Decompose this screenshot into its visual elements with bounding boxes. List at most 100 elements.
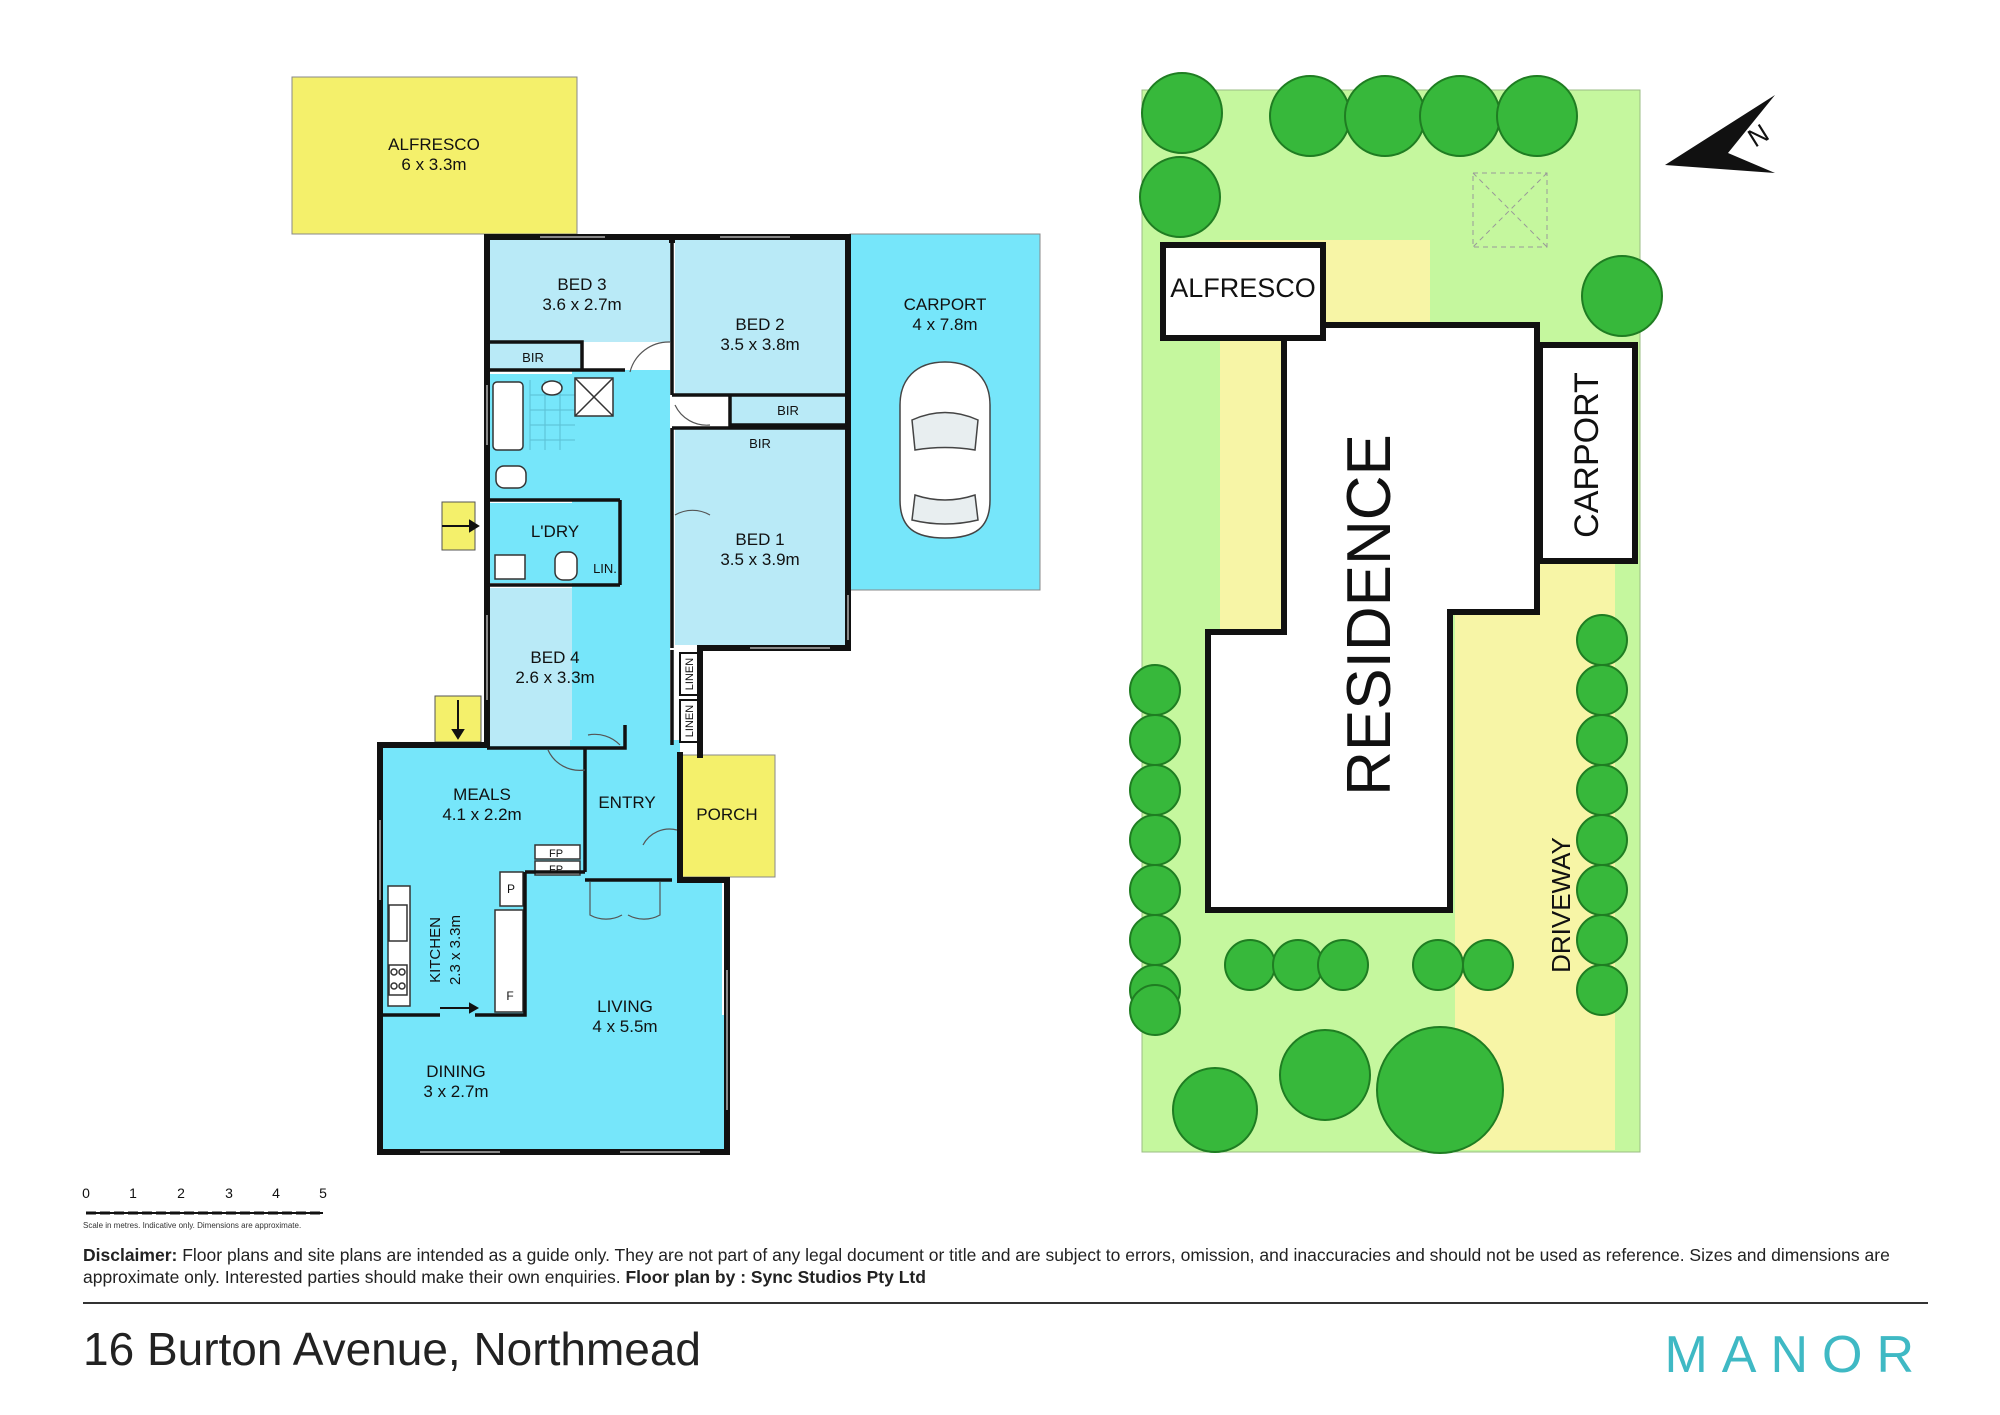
tree [1576, 764, 1628, 816]
porch-area [679, 754, 776, 878]
linen-1 [679, 652, 699, 696]
bed2-area [675, 240, 845, 395]
tree [1141, 72, 1223, 154]
tree [1139, 156, 1221, 238]
scale-tick-5: 5 [319, 1185, 327, 1201]
tree [1129, 714, 1181, 766]
living-label: LIVING [597, 997, 653, 1016]
bed4-size: 2.6 x 3.3m [515, 668, 594, 687]
tree [1224, 939, 1276, 991]
bed2-label: BED 2 [735, 315, 784, 334]
pantry-box [499, 871, 524, 907]
fridge-label: F [506, 989, 513, 1003]
tree [1344, 75, 1426, 157]
door-swings [547, 341, 711, 920]
tree [1172, 1067, 1258, 1153]
site-alfresco-label: ALFRESCO [1170, 273, 1316, 303]
fireplace-label-2: FP [549, 864, 563, 876]
tree [1576, 714, 1628, 766]
bed3-label: BED 3 [557, 275, 606, 294]
tree [1412, 939, 1464, 991]
meals-size: 4.1 x 2.2m [442, 805, 521, 824]
linen-label-2: LINEN [684, 705, 696, 737]
scale-bar: 0 1 2 3 4 5 [82, 1185, 327, 1215]
scale-tick-1: 1 [129, 1185, 137, 1201]
laundry-label: L'DRY [531, 522, 579, 541]
tree [1269, 75, 1351, 157]
bed1-bir-label: BIR [749, 436, 771, 451]
tree [1376, 1026, 1504, 1154]
bed2-bir [730, 395, 845, 425]
tree [1317, 939, 1369, 991]
hallway-entry [570, 740, 680, 880]
site-carport [1537, 342, 1638, 564]
north-arrow: N [1665, 95, 1775, 173]
dining-size: 3 x 2.7m [423, 1082, 488, 1101]
bed4-label: BED 4 [530, 648, 579, 667]
tree [1576, 964, 1628, 1016]
bathtub [492, 381, 524, 451]
alfresco-size: 6 x 3.3m [401, 155, 466, 174]
bed3-area [487, 240, 672, 342]
bed1-bir [675, 428, 845, 460]
tree [1581, 255, 1663, 337]
bed2-bir-label: BIR [777, 403, 799, 418]
porch-label: PORCH [696, 805, 757, 824]
scale-tick-2: 2 [177, 1185, 185, 1201]
scale-tick-4: 4 [272, 1185, 280, 1201]
bed3-bir [487, 342, 582, 370]
site-driveway-label: DRIVEWAY [1546, 837, 1576, 973]
meals-label: MEALS [453, 785, 511, 804]
disclaimer-label: Disclaimer: [83, 1245, 178, 1265]
site-path-front [1455, 640, 1495, 740]
linen-cupboard-label: LIN. [593, 561, 617, 576]
stair-arrows [440, 519, 480, 1014]
alfresco-label: ALFRESCO [388, 135, 480, 154]
tree [1279, 1029, 1371, 1121]
tree [1129, 914, 1181, 966]
kitchen-sink [388, 904, 408, 942]
tree [1496, 75, 1578, 157]
scale-tick-3: 3 [225, 1185, 233, 1201]
kitchen-label: KITCHEN [427, 917, 444, 983]
linen-2 [679, 699, 699, 743]
dining-area [380, 1015, 725, 1152]
bed3-bir-label: BIR [522, 350, 544, 365]
north-arrow-icon [1665, 95, 1775, 173]
site-shed [1472, 172, 1548, 248]
bed3-size: 3.6 x 2.7m [542, 295, 621, 314]
tree [1129, 984, 1181, 1036]
linen-label-1: LINEN [684, 658, 696, 690]
bed1-area [675, 460, 845, 645]
bed1-size: 3.5 x 3.9m [720, 550, 799, 569]
site-path-left [1220, 320, 1285, 632]
site-residence-label: RESIDENCE [1335, 434, 1404, 796]
floorplan-credit: Floor plan by : Sync Studios Pty Ltd [625, 1267, 926, 1287]
living-size: 4 x 5.5m [592, 1017, 657, 1036]
bed2-size: 3.5 x 3.8m [720, 335, 799, 354]
tree [1576, 614, 1628, 666]
tree [1272, 939, 1324, 991]
disclaimer: Disclaimer: Floor plans and site plans a… [83, 1244, 1943, 1288]
fireplace-1 [534, 844, 581, 860]
dining-label: DINING [426, 1062, 486, 1081]
tree [1419, 75, 1501, 157]
carport-label: CARPORT [904, 295, 987, 314]
entry-label: ENTRY [598, 793, 655, 812]
laundry-toilet [554, 551, 578, 581]
bathroom-fixtures [492, 377, 614, 581]
property-address: 16 Burton Avenue, Northmead [83, 1323, 702, 1375]
toilet [495, 465, 527, 489]
disclaimer-text: Floor plans and site plans are intended … [83, 1245, 1890, 1287]
kitchen-island [494, 909, 524, 1013]
trees [1129, 72, 1663, 1154]
brand-logo: MANOR [1664, 1326, 1928, 1384]
car-icon [899, 361, 991, 539]
tree [1576, 914, 1628, 966]
scale-tick-0: 0 [82, 1185, 90, 1201]
bed1-label: BED 1 [735, 530, 784, 549]
tree [1129, 664, 1181, 716]
pantry-label: P [507, 882, 515, 896]
fireplace-label-1: FP [549, 848, 563, 860]
